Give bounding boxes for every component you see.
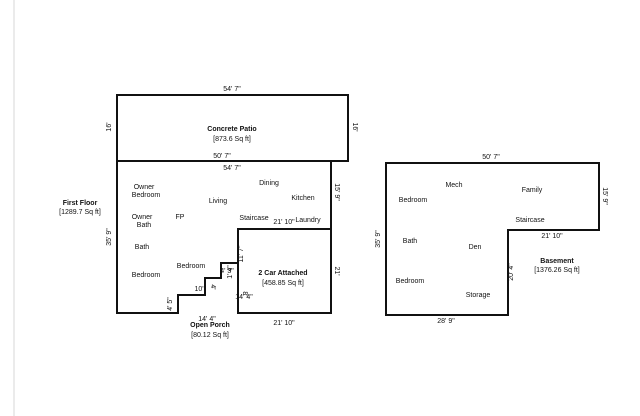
porch-small-dimension: 14' 4": [235, 294, 253, 301]
garage-area: [458.85 Sq ft]: [262, 280, 304, 287]
living-label: Living: [209, 198, 227, 205]
owner-bedroom-label-line1: Owner: [134, 184, 155, 191]
staircase-label: Staircase: [239, 215, 268, 222]
basement-staircase-label: Staircase: [515, 217, 544, 224]
patio-right-dimension: 16': [351, 122, 358, 131]
garage-outline[interactable]: [237, 228, 332, 314]
basement-inner-dimension: 20' 4": [508, 263, 515, 281]
basement-area: [1376.26 Sq ft]: [534, 267, 580, 274]
open-porch-area: [80.12 Sq ft]: [191, 332, 229, 339]
concrete-patio-area: [873.6 Sq ft]: [213, 136, 251, 143]
basement-outline[interactable]: [385, 162, 600, 316]
garage-bottom-dimension: 21' 10": [273, 320, 295, 327]
basement-bedroom-label: Bedroom: [396, 278, 425, 285]
basement-title: Basement: [540, 258, 574, 265]
basement-left-dimension: 35' 9": [375, 230, 382, 248]
floor-right-dimension: 15' 9": [333, 183, 340, 201]
fireplace-label: FP: [176, 214, 185, 221]
mech-label: Mech: [445, 182, 462, 189]
concrete-patio-title: Concrete Patio: [207, 126, 256, 133]
basement-top-dimension: 50' 7": [482, 154, 500, 161]
basement-bottom-dimension: 28' 9": [437, 318, 455, 325]
basement-step-dimension: 21' 10": [541, 233, 563, 240]
porch-bottom-dimension: 14' 4": [198, 316, 216, 323]
bedroom-label: Bedroom: [177, 263, 206, 270]
stair-offset-dimension: 21' 10": [273, 219, 295, 226]
first-floor-area: [1289.7 Sq ft]: [59, 209, 101, 216]
porch-step-dimension: 1' 4": [227, 265, 234, 279]
porch-step-dimension: 4' 3": [220, 268, 234, 275]
bath-label: Bath: [135, 244, 150, 251]
porch-left-dimension: 4' 5": [167, 297, 174, 311]
owner-bedroom-label-line2: Bedroom: [132, 192, 161, 199]
basement-bath-label: Bath: [403, 238, 418, 245]
family-label: Family: [522, 187, 543, 194]
porch-step-dimension: 4': [209, 284, 216, 289]
first-floor-title: First Floor: [63, 200, 98, 207]
den-label: Den: [469, 244, 482, 251]
porch-side-dimension: 8': [241, 291, 248, 296]
patio-top-dimension: 54' 7": [223, 86, 241, 93]
patio-left-dimension: 16': [106, 122, 113, 131]
open-porch-title: Open Porch: [190, 322, 230, 329]
storage-label: Storage: [466, 292, 491, 299]
garage-right-dimension: 21': [333, 266, 340, 275]
basement-bedroom-label: Bedroom: [399, 197, 428, 204]
floor-left-dimension: 35' 9": [106, 228, 113, 246]
laundry-label: Laundry: [295, 217, 321, 224]
floor-top-dimension: 54' 7": [223, 165, 241, 172]
patio-bottom-dimension: 50' 7": [213, 153, 231, 160]
garage-title: 2 Car Attached: [258, 270, 307, 277]
bedroom-label: Bedroom: [132, 272, 161, 279]
owner-bath-label-line1: Owner: [132, 214, 153, 221]
kitchen-label: Kitchen: [291, 195, 314, 202]
dining-label: Dining: [259, 180, 279, 187]
garage-inner-dimension: 11' 7": [238, 245, 245, 262]
porch-top-dimension: 10': [194, 286, 203, 293]
basement-right-dimension: 15' 9": [601, 187, 608, 205]
owner-bath-label-line2: Bath: [137, 222, 152, 229]
